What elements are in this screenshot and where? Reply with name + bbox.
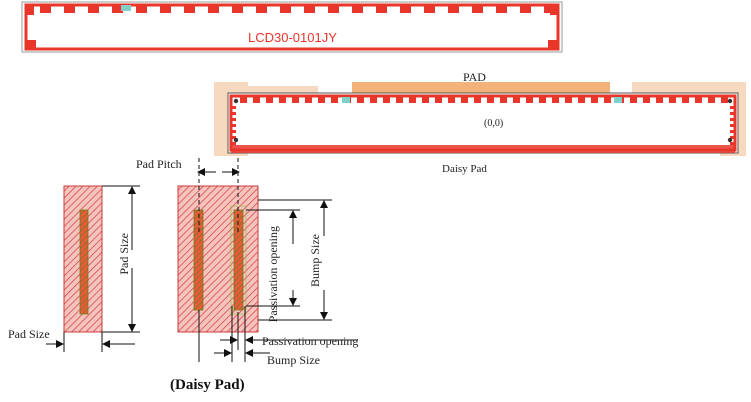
alignment-mark [614, 97, 622, 103]
pad [328, 5, 339, 13]
pad [730, 106, 734, 109]
pad-detail-right [177, 185, 259, 333]
pad [461, 97, 468, 103]
pad [136, 5, 147, 13]
pad [352, 5, 363, 13]
top-lcd-strip [21, 1, 563, 53]
top-strip-pads [40, 5, 555, 13]
pad [643, 97, 650, 103]
pad [240, 97, 247, 103]
pad-size-horizontal-label: Pad Size [8, 327, 50, 341]
pad-pitch-label: Pad Pitch [136, 157, 182, 171]
pad [730, 112, 734, 115]
pad [448, 97, 455, 103]
pad [280, 5, 291, 13]
pad [487, 97, 494, 103]
pad [121, 5, 131, 11]
pad [409, 97, 416, 103]
pad [682, 97, 689, 103]
pad [304, 5, 315, 13]
passivation-opening-vertical-label: Passivation opening [266, 226, 280, 323]
pad [730, 142, 734, 145]
passivation-opening-horizontal-label: Passivation opening [262, 334, 359, 348]
pad [232, 112, 236, 115]
pad [730, 136, 734, 139]
pad [112, 5, 123, 13]
pad-detail-left [63, 185, 103, 333]
pad [279, 97, 286, 103]
pad [88, 5, 99, 13]
pad-label: PAD [463, 70, 486, 84]
dimension-lines [46, 158, 358, 362]
array-side-pads [232, 106, 734, 145]
pad [708, 97, 715, 103]
pad [474, 97, 481, 103]
pad [160, 5, 171, 13]
pad [232, 5, 243, 13]
pad [669, 97, 676, 103]
pad [232, 106, 236, 109]
pad [565, 97, 572, 103]
pad [396, 97, 403, 103]
pad [604, 97, 611, 103]
pad [370, 97, 377, 103]
pad [232, 118, 236, 121]
pad [331, 97, 338, 103]
pad [232, 142, 236, 145]
pad [496, 5, 507, 13]
pad [435, 97, 442, 103]
bump-size-horizontal-label: Bump Size [267, 353, 320, 367]
pad [695, 97, 702, 103]
pad [357, 97, 364, 103]
pad [730, 130, 734, 133]
pad [526, 97, 533, 103]
bump-size-vertical-label: Bump Size [308, 234, 322, 287]
pad-size-vertical-label: Pad Size [117, 233, 131, 275]
pad [520, 5, 531, 13]
pad [513, 97, 520, 103]
pad [730, 124, 734, 127]
top-strip-corner-marks [26, 5, 558, 48]
daisy-pad-label: Daisy Pad [442, 163, 487, 175]
pad [721, 97, 728, 103]
pad [184, 5, 195, 13]
pad [292, 97, 299, 103]
pad [424, 5, 435, 13]
pad [266, 97, 273, 103]
pad [472, 5, 483, 13]
pad [256, 5, 267, 13]
pad [552, 97, 559, 103]
pad [318, 97, 325, 103]
daisy-array [214, 82, 746, 156]
pad [383, 97, 390, 103]
pad [730, 118, 734, 121]
pad [591, 97, 598, 103]
pad [64, 5, 75, 13]
pad [500, 97, 507, 103]
pad [305, 97, 312, 103]
pad [400, 5, 411, 13]
pad [578, 97, 585, 103]
top-strip-label: LCD30-0101JY [248, 30, 337, 45]
pad [253, 97, 260, 103]
daisy-pad-caption: (Daisy Pad) [170, 377, 245, 393]
pad [630, 97, 637, 103]
pad [448, 5, 459, 13]
pad [232, 136, 236, 139]
pad [544, 5, 555, 13]
alignment-mark [342, 97, 350, 103]
pad [376, 5, 387, 13]
pad [232, 124, 236, 127]
pad [232, 130, 236, 133]
pad [422, 97, 429, 103]
pad [656, 97, 663, 103]
origin-label: (0,0) [484, 118, 504, 129]
pad [208, 5, 219, 13]
pad [40, 5, 51, 13]
pad [539, 97, 546, 103]
